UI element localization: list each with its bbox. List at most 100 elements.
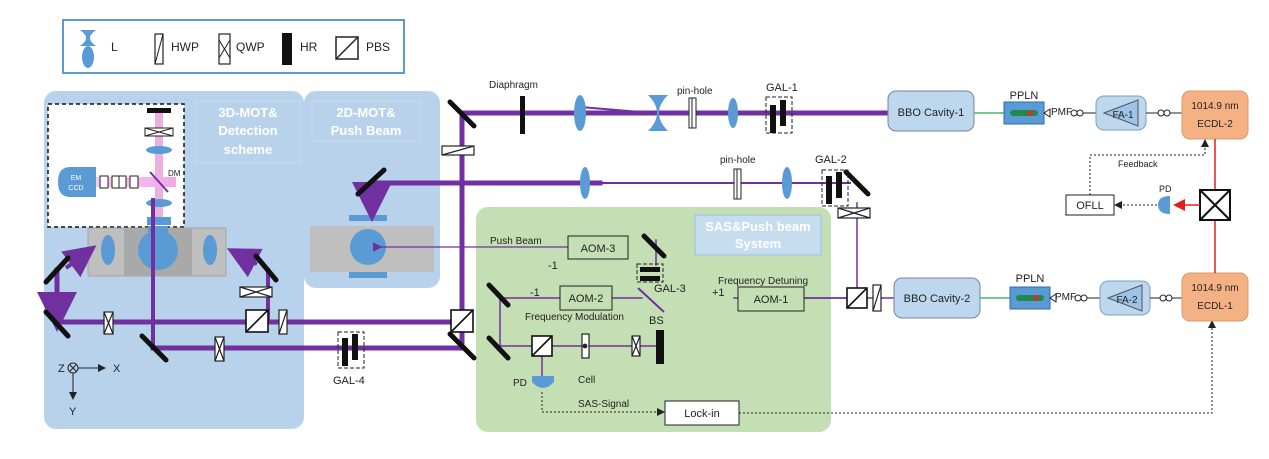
svg-text:Z: Z	[58, 363, 65, 375]
aom-3-order: -1	[548, 260, 558, 272]
dm-label: DM	[168, 169, 181, 178]
bbo-cavity-1: BBO Cavity-1	[887, 90, 975, 132]
pinhole-top	[688, 97, 697, 129]
sas-signal-line	[541, 392, 665, 416]
svg-text:FA-1: FA-1	[1112, 110, 1134, 121]
ppln-bottom: PPLN	[1009, 273, 1051, 310]
mot2d-chamber	[310, 215, 434, 278]
fa-2: FA-2	[1099, 280, 1151, 316]
feedback-line	[1089, 139, 1209, 195]
svg-text:Push Beam: Push Beam	[331, 123, 402, 138]
pinhole-mid-label: pin-hole	[720, 155, 756, 166]
svg-text:OFLL: OFLL	[1076, 200, 1104, 212]
beat-photodiode	[1158, 196, 1170, 214]
gal-3-label: GAL-3	[654, 283, 686, 295]
pmf-top-label: PMF	[1051, 107, 1072, 118]
aom-2: AOM-2	[559, 285, 613, 311]
legend-qwp-label: QWP	[236, 40, 265, 54]
lockin-feedback-line	[739, 320, 1216, 414]
mot3d-chamber	[87, 226, 227, 277]
ecdl-2: 1014.9 nm ECDL-2	[1181, 90, 1249, 140]
lockin-box: Lock-in	[664, 400, 740, 426]
bs-plate	[637, 287, 665, 313]
diaphragm	[520, 96, 525, 134]
aom-1-order: +1	[712, 287, 725, 299]
sas-photodiode	[532, 376, 554, 388]
svg-text:EM: EM	[71, 175, 82, 182]
sas-panel	[476, 207, 831, 432]
em-ccd-camera	[58, 167, 96, 197]
svg-text:PPLN: PPLN	[1016, 273, 1045, 285]
svg-text:X: X	[113, 363, 121, 375]
lenses	[574, 95, 792, 199]
pinhole-mid	[733, 168, 742, 200]
legend-lens-icon	[80, 30, 96, 68]
svg-text:1014.9 nm: 1014.9 nm	[1191, 101, 1238, 112]
pinhole-top-label: pin-hole	[677, 86, 713, 97]
sas-title: SAS&Push beam System	[694, 214, 822, 256]
svg-text:Detection: Detection	[218, 123, 277, 138]
aom-2-order: -1	[530, 287, 540, 299]
sas-pd-label: PD	[513, 378, 527, 389]
push-beam-label: Push Beam	[490, 236, 542, 247]
legend-hwp-label: HWP	[171, 40, 199, 54]
gal-2	[821, 169, 849, 207]
svg-text:ECDL-2: ECDL-2	[1197, 119, 1233, 130]
mot2d-title: 2D-MOT& Push Beam	[311, 100, 421, 142]
ofll-box: OFLL	[1065, 194, 1115, 216]
pbs-cubes	[245, 287, 868, 357]
legend-hr-icon	[282, 33, 292, 65]
svg-text:AOM-2: AOM-2	[569, 293, 604, 305]
legend: L HWP QWP HR PBS	[62, 19, 405, 74]
mot3d-title: 3D-MOT& Detection scheme	[195, 100, 301, 164]
svg-text:SAS&Push beam: SAS&Push beam	[705, 219, 810, 234]
gal-2-label: GAL-2	[815, 154, 847, 166]
freq-detuning-label: Frequency Detuning	[718, 276, 808, 287]
gal-4	[337, 331, 365, 369]
svg-text:PPLN: PPLN	[1010, 90, 1039, 102]
ecdl-1: 1014.9 nm ECDL-1	[1181, 272, 1249, 322]
svg-text:AOM-3: AOM-3	[581, 243, 616, 255]
cell-label: Cell	[578, 375, 595, 386]
bbo-cavity-2: BBO Cavity-2	[893, 277, 981, 319]
aom-1: AOM-1	[737, 286, 805, 312]
legend-hr-label: HR	[300, 40, 318, 54]
beat-bs-cube	[1199, 189, 1231, 221]
aom-3: AOM-3	[567, 235, 629, 260]
gal-1-label: GAL-1	[766, 82, 798, 94]
legend-pbs-icon	[335, 36, 359, 60]
svg-text:FA-2: FA-2	[1116, 295, 1138, 306]
waveplates	[103, 145, 882, 362]
diaphragm-label: Diaphragm	[489, 80, 538, 91]
svg-text:ECDL-1: ECDL-1	[1197, 301, 1233, 312]
pmf-bottom-label: PMF	[1055, 292, 1076, 303]
svg-text:BBO Cavity-2: BBO Cavity-2	[904, 293, 971, 305]
legend-hwp-icon	[154, 33, 164, 65]
svg-text:1014.9 nm: 1014.9 nm	[1191, 283, 1238, 294]
svg-text:System: System	[735, 236, 781, 251]
sas-signal-label: SAS-Signal	[578, 399, 629, 410]
svg-text:AOM-1: AOM-1	[754, 294, 789, 306]
gal-3	[636, 263, 664, 283]
gal-1	[765, 96, 793, 134]
axes-indicator: Z X Y	[58, 362, 121, 418]
fa-1: FA-1	[1095, 95, 1147, 131]
hr-mirrors	[43, 99, 871, 363]
freq-modulation-label: Frequency Modulation	[525, 312, 624, 323]
feedback-label: Feedback	[1118, 159, 1158, 169]
svg-text:3D-MOT&: 3D-MOT&	[218, 105, 277, 120]
ppln-top: PPLN	[1003, 90, 1045, 125]
detection-scheme: EM CCD DM	[47, 103, 185, 228]
svg-text:Lock-in: Lock-in	[684, 408, 719, 420]
legend-lens-label: L	[111, 40, 118, 54]
pd-right-label: PD	[1159, 184, 1172, 194]
svg-text:scheme: scheme	[224, 142, 272, 157]
svg-text:Y: Y	[69, 406, 77, 418]
sas-hr	[656, 330, 664, 364]
svg-text:BBO Cavity-1: BBO Cavity-1	[898, 107, 965, 119]
svg-text:CCD: CCD	[68, 185, 83, 192]
bs-label: BS	[649, 315, 664, 327]
legend-qwp-icon	[218, 33, 231, 65]
